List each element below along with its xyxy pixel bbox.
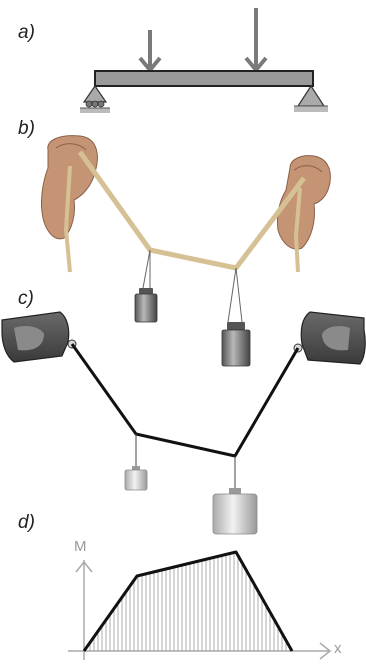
pin-support: [294, 84, 328, 112]
x-axis-label: x: [334, 640, 342, 657]
right-hand: [277, 155, 331, 250]
panel-d-moment-diagram: [68, 550, 332, 660]
load-arrow-left: [138, 30, 162, 74]
panel-a-label: a): [18, 22, 35, 43]
weight-small: [134, 288, 158, 323]
load-arrow-right: [244, 8, 268, 74]
weight-c-small: [124, 466, 148, 491]
left-clamp: [1, 311, 77, 363]
roller-support: [80, 84, 110, 113]
moment-axis-label: M: [74, 538, 87, 555]
weight-large: [221, 322, 251, 367]
m-axis: [75, 560, 93, 660]
right-clamp: [293, 311, 366, 365]
panel-d-label: d): [18, 512, 35, 533]
cord: [70, 343, 300, 458]
weight-c-large: [212, 488, 258, 535]
beam: [94, 70, 314, 87]
rope: [77, 150, 306, 271]
moment-hatch: [85, 552, 291, 651]
panel-c-cord-diagram: [1, 311, 366, 535]
panel-a-beam-diagram: [80, 8, 328, 113]
panel-c-label: c): [18, 288, 34, 309]
panel-b-rope-photo: [41, 135, 331, 367]
moment-outline: [82, 550, 294, 652]
panel-b-label: b): [18, 118, 35, 139]
